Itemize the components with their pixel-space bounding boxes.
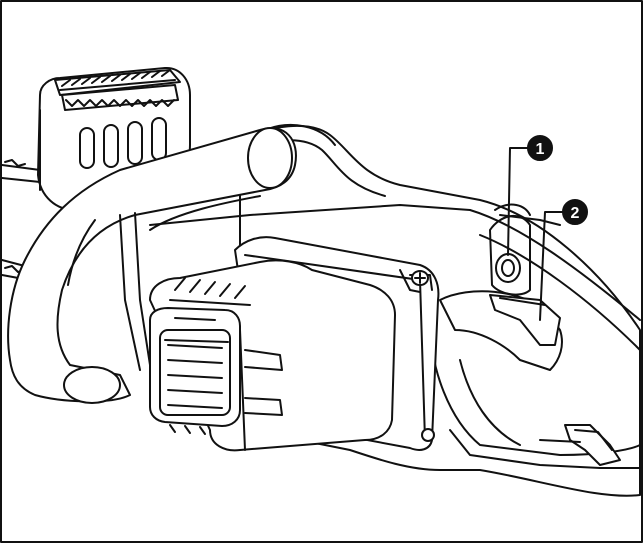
callout-1-badge [527,135,553,161]
callout-2-badge [562,199,588,225]
leader-1 [507,147,531,256]
adjustment-knob [495,253,521,283]
screw-bottom [421,428,435,442]
callout-leaders [507,147,566,321]
rear-handle-housing [429,203,641,469]
callout-1: 1 [527,135,553,161]
leader-2 [539,211,566,321]
callout-1-label: 1 [536,141,545,158]
front-handle [7,127,297,404]
battery-pack [149,259,396,452]
callout-2: 2 [562,199,588,225]
callout-2-label: 2 [571,205,580,222]
